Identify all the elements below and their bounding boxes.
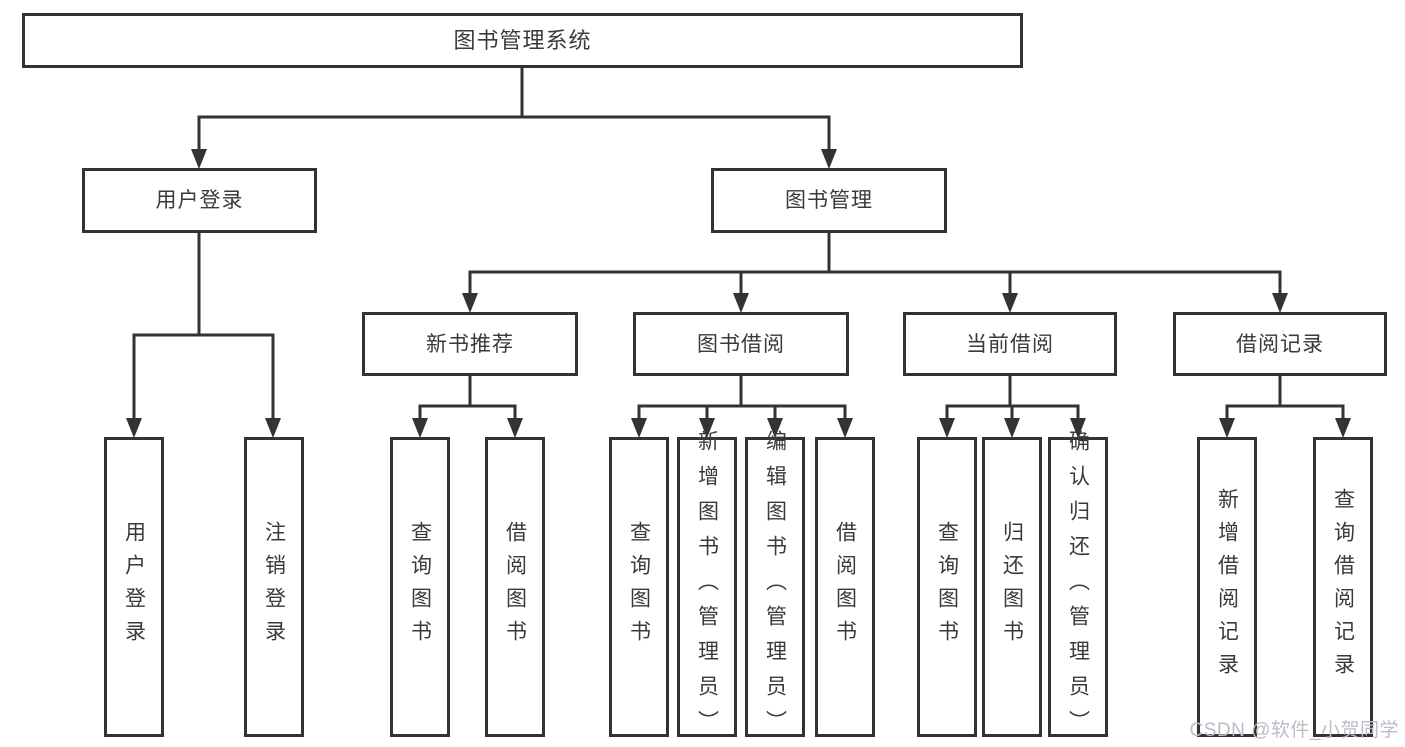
tree-edges [132,67,1345,418]
leaf-add-borrow-record-label: 新增借阅记录 [1215,488,1239,686]
leaf-query-books-borrow: 查询图书 [609,437,669,737]
leaf-confirm-return-admin: 确认归还（管理员） [1048,430,1108,745]
leaf-borrow-books-recommend-label: 借阅图书 [503,521,527,653]
leaf-return-book-label: 归还图书 [1000,521,1024,653]
node-root-label: 图书管理系统 [453,27,592,53]
leaf-borrow-books-label: 借阅图书 [833,521,857,653]
leaf-user-login: 用户登录 [104,437,164,737]
leaf-user-login-label: 用户登录 [122,521,146,653]
arrowheads [126,149,1351,438]
leaf-add-borrow-record: 新增借阅记录 [1197,437,1257,737]
leaf-return-book: 归还图书 [982,437,1042,737]
node-book-borrowing: 图书借阅 [633,312,849,376]
leaf-query-borrow-record-label: 查询借阅记录 [1331,488,1355,686]
leaf-query-books-current-label: 查询图书 [935,521,959,653]
leaf-borrow-books-recommend: 借阅图书 [485,437,545,737]
leaf-query-books-current: 查询图书 [917,437,977,737]
leaf-edit-book-admin: 编辑图书（管理员） [745,430,805,745]
node-user-login-label: 用户登录 [155,189,244,212]
node-root: 图书管理系统 [22,13,1023,68]
leaf-query-books-recommend: 查询图书 [390,437,450,737]
node-borrowing-records-label: 借阅记录 [1236,332,1324,356]
watermark: CSDN @软件_小贺同学 [1189,720,1399,741]
node-book-borrowing-label: 图书借阅 [697,332,785,356]
node-new-book-recommend: 新书推荐 [362,312,578,376]
leaf-query-borrow-record: 查询借阅记录 [1313,437,1373,737]
node-book-management-label: 图书管理 [785,189,873,212]
leaf-confirm-return-admin-label: 确认归还（管理员） [1066,429,1090,745]
node-book-management: 图书管理 [711,168,947,233]
node-new-book-recommend-label: 新书推荐 [426,332,514,356]
node-borrowing-records: 借阅记录 [1173,312,1387,376]
leaf-add-book-admin: 新增图书（管理员） [677,430,737,745]
leaf-logout: 注销登录 [244,437,304,737]
leaf-logout-label: 注销登录 [262,521,286,653]
leaf-add-book-admin-label: 新增图书（管理员） [695,429,719,745]
leaf-borrow-books: 借阅图书 [815,437,875,737]
leaf-query-books-borrow-label: 查询图书 [627,521,651,653]
node-current-borrowing-label: 当前借阅 [966,332,1054,356]
leaf-edit-book-admin-label: 编辑图书（管理员） [763,429,787,745]
node-current-borrowing: 当前借阅 [903,312,1117,376]
leaf-query-books-recommend-label: 查询图书 [408,521,432,653]
node-user-login: 用户登录 [82,168,317,233]
